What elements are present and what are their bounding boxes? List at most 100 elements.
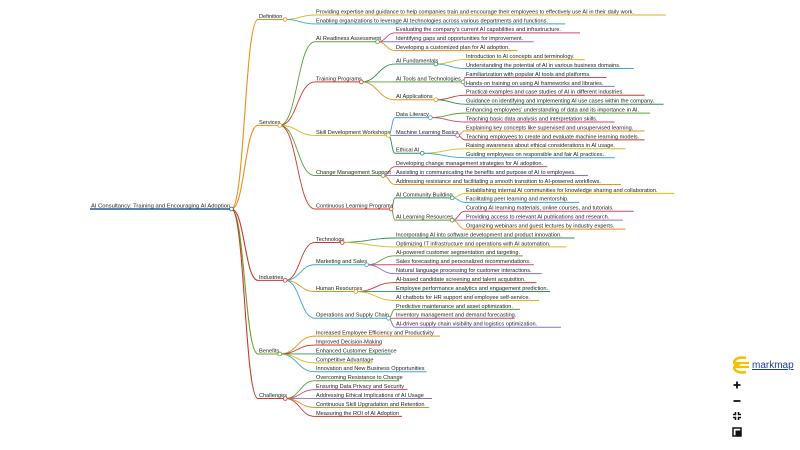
- node-developing-a-customized-plan-for-ai-adop[interactable]: Developing a customized plan for AI adop…: [395, 45, 518, 52]
- node-ai-chatbots-for-hr-support-and-employee-[interactable]: AI chatbots for HR support and employee …: [395, 295, 540, 301]
- collapse-toggle-icon[interactable]: [277, 351, 283, 357]
- node-guidance-on-identifying-and-implementing[interactable]: Guidance on identifying and implementing…: [465, 99, 664, 105]
- collapse-toggle-icon[interactable]: [386, 315, 391, 321]
- node-sales-forecasting-and-personalized-recom[interactable]: Sales forecasting and personalized recom…: [395, 259, 534, 266]
- collapse-toggle-icon[interactable]: [353, 289, 359, 294]
- node-developing-change-management-strategies-[interactable]: Developing change management strategies …: [395, 161, 548, 168]
- collapse-toggle-icon[interactable]: [358, 79, 364, 85]
- node-introduction-to-ai-concepts-and-terminol[interactable]: Introduction to AI concepts and terminol…: [465, 54, 585, 61]
- node-predictive-maintenance-and-asset-optimiz[interactable]: Predictive maintenance and asset optimiz…: [395, 304, 521, 310]
- node-industries[interactable]: Industries: [258, 275, 286, 281]
- node-inventory-management-and-demand-forecast[interactable]: Inventory management and demand forecast…: [395, 313, 517, 319]
- zoom-in-button[interactable]: [730, 378, 744, 392]
- collapse-toggle-icon[interactable]: [460, 79, 466, 85]
- collapse-toggle-icon[interactable]: [380, 173, 386, 178]
- collapse-toggle-icon[interactable]: [386, 133, 391, 138]
- node-curating-ai-learning-materials-online-co[interactable]: Curating AI learning materials, online c…: [465, 206, 634, 212]
- node-ai-readiness-assessment[interactable]: AI Readiness Assessment: [315, 36, 381, 43]
- node-technology[interactable]: Technology: [315, 237, 345, 243]
- collapse-toggle-icon[interactable]: [388, 206, 394, 212]
- node-guiding-employees-on-responsible-and-fai[interactable]: Guiding employees on responsible and fai…: [465, 152, 615, 159]
- node-ai-powered-customer-segmentation-and-tar[interactable]: AI-powered customer segmentation and tar…: [395, 250, 523, 257]
- node-enhancing-employees-understanding-of-dat[interactable]: Enhancing employees' understanding of da…: [465, 108, 650, 114]
- node-data-literacy[interactable]: Data Literacy: [395, 112, 431, 119]
- node-ai-tools-and-technologies[interactable]: AI Tools and Technologies: [395, 76, 463, 83]
- collapse-toggle-icon[interactable]: [428, 115, 433, 120]
- node-raising-awareness-about-ethical-consider[interactable]: Raising awareness about ethical consider…: [465, 143, 626, 150]
- node-operations-and-supply-chain[interactable]: Operations and Supply Chain: [315, 313, 389, 319]
- node-ai-driven-supply-chain-visibility-and-lo[interactable]: AI-driven supply chain visibility and lo…: [395, 322, 561, 328]
- node-human-resources[interactable]: Human Resources: [315, 286, 363, 293]
- node-ethical-ai[interactable]: Ethical AI: [395, 148, 423, 154]
- node-optimizing-it-infrastructure-and-operati[interactable]: Optimizing IT infrastructure and operati…: [395, 241, 567, 248]
- node-innovation-and-new-business-opportunitie[interactable]: Innovation and New Business Opportunitie…: [315, 366, 427, 373]
- collapse-toggle-icon[interactable]: [277, 123, 283, 128]
- node-ai-consultancy-training-and-encouraging-[interactable]: AI Consultancy: Training and Encouraging…: [90, 203, 232, 210]
- node-competitive-advantage[interactable]: Competitive Advantage: [315, 357, 374, 364]
- node-ai-community-building[interactable]: AI Community Building: [395, 192, 453, 199]
- node-increased-employee-efficiency-and-produc[interactable]: Increased Employee Efficiency and Produc…: [315, 331, 441, 337]
- node-teaching-employees-to-create-and-evaluat[interactable]: Teaching employees to create and evaluat…: [465, 134, 645, 141]
- node-challenges[interactable]: Challenges: [258, 393, 287, 400]
- node-measuring-the-roi-of-ai-adoption[interactable]: Measuring the ROI of AI Adoption: [315, 411, 403, 417]
- collapse-toggle-icon[interactable]: [229, 206, 234, 212]
- node-understanding-the-potential-of-ai-in-var[interactable]: Understanding the potential of AI in var…: [465, 63, 634, 70]
- node-training-programs[interactable]: Training Programs: [315, 76, 362, 83]
- collapse-toggle-icon[interactable]: [282, 278, 288, 283]
- node-change-management-support[interactable]: Change Management Support: [315, 170, 391, 177]
- node-improved-decision-making[interactable]: Improved Decision-Making: [315, 339, 382, 346]
- node-incorporating-ai-into-software-developme[interactable]: Incorporating AI into software developme…: [395, 232, 575, 239]
- node-hands-on-training-on-using-ai-frameworks[interactable]: Hands-on training on using AI frameworks…: [465, 81, 615, 87]
- node-ensuring-data-privacy-and-security[interactable]: Ensuring Data Privacy and Security: [315, 384, 408, 391]
- node-teaching-basic-data-analysis-and-interpr[interactable]: Teaching basic data analysis and interpr…: [465, 116, 615, 123]
- node-employee-performance-analytics-and-engag[interactable]: Employee performance analytics and engag…: [395, 286, 551, 293]
- node-ai-based-candidate-screening-and-talent-[interactable]: AI-based candidate screening and talent …: [395, 277, 537, 284]
- collapse-toggle-icon[interactable]: [339, 240, 345, 245]
- node-ai-fundamentals[interactable]: AI Fundamentals: [395, 58, 438, 65]
- node-evaluating-the-company-s-current-ai-capa[interactable]: Evaluating the company's current AI capa…: [395, 27, 580, 34]
- collapse-toggle-icon[interactable]: [455, 133, 460, 138]
- node-organizing-webinars-and-guest-lectures-b[interactable]: Organizing webinars and guest lectures b…: [465, 223, 626, 230]
- collapse-toggle-icon[interactable]: [449, 195, 455, 201]
- node-ai-learning-resources[interactable]: AI Learning Resources: [395, 215, 453, 221]
- markmap-logo[interactable]: markmap: [731, 356, 794, 374]
- zoom-out-button[interactable]: [730, 394, 744, 408]
- node-assisting-in-communicating-the-benefits-[interactable]: Assisting in communicating the benefits …: [395, 170, 589, 177]
- collapse-toggle-icon[interactable]: [433, 61, 439, 67]
- node-enhanced-customer-experience[interactable]: Enhanced Customer Experience: [315, 348, 397, 355]
- collapse-toggle-icon[interactable]: [282, 17, 288, 22]
- node-overcoming-resistance-to-change[interactable]: Overcoming Resistance to Change: [315, 375, 403, 382]
- node-marketing-and-sales[interactable]: Marketing and Sales: [315, 259, 367, 266]
- node-services[interactable]: Services: [258, 120, 281, 126]
- link-challenges: [230, 208, 259, 400]
- node-addressing-resistance-and-facilitating-a[interactable]: Addressing resistance and facilitating a…: [395, 179, 621, 185]
- collapse-toggle-icon[interactable]: [375, 39, 380, 45]
- node-practical-examples-and-case-studies-of-a[interactable]: Practical examples and case studies of A…: [465, 90, 645, 96]
- node-explaining-key-concepts-like-supervised-[interactable]: Explaining key concepts like supervised …: [465, 125, 645, 132]
- node-definition[interactable]: Definition: [258, 14, 286, 20]
- collapse-toggle-icon[interactable]: [282, 396, 288, 401]
- node-enabling-organizations-to-leverage-ai-te[interactable]: Enabling organizations to leverage AI te…: [315, 18, 566, 25]
- node-providing-access-to-relevant-ai-publicat[interactable]: Providing access to relevant AI publicat…: [465, 215, 623, 221]
- collapse-toggle-icon[interactable]: [364, 262, 369, 268]
- node-machine-learning-basics[interactable]: Machine Learning Basics: [395, 130, 459, 136]
- node-natural-language-processing-for-customer[interactable]: Natural language processing for customer…: [395, 268, 542, 275]
- node-continuous-skill-upgradation-and-retenti[interactable]: Continuous Skill Upgradation and Retenti…: [315, 402, 430, 408]
- node-facilitating-peer-learning-and-mentorshi[interactable]: Facilitating peer learning and mentorshi…: [465, 197, 580, 203]
- node-addressing-ethical-implications-of-ai-us[interactable]: Addressing Ethical Implications of AI Us…: [315, 393, 432, 400]
- node-benefits[interactable]: Benefits: [258, 348, 280, 355]
- node-ai-applications[interactable]: AI Applications: [395, 94, 436, 101]
- link-teaching-basic-data-analysis-and-interpr: [430, 117, 466, 123]
- fit-window-button[interactable]: [730, 409, 744, 423]
- node-continuous-learning-programs[interactable]: Continuous Learning Programs: [315, 203, 394, 210]
- collapse-toggle-icon[interactable]: [419, 150, 425, 156]
- collapse-toggle-icon[interactable]: [433, 97, 439, 103]
- node-establishing-internal-ai-communities-for[interactable]: Establishing internal AI communities for…: [465, 188, 675, 194]
- toggle-recursive-button[interactable]: [730, 425, 744, 439]
- collapse-toggle-icon[interactable]: [449, 217, 455, 223]
- node-identifying-gaps-and-opportunities-for-i[interactable]: Identifying gaps and opportunities for i…: [395, 36, 534, 43]
- node-familiarization-with-popular-ai-tools-an[interactable]: Familiarization with popular AI tools an…: [465, 72, 607, 78]
- node-skill-development-workshops[interactable]: Skill Development Workshops: [315, 130, 390, 136]
- node-providing-expertise-and-guidance-to-help[interactable]: Providing expertise and guidance to help…: [315, 9, 666, 16]
